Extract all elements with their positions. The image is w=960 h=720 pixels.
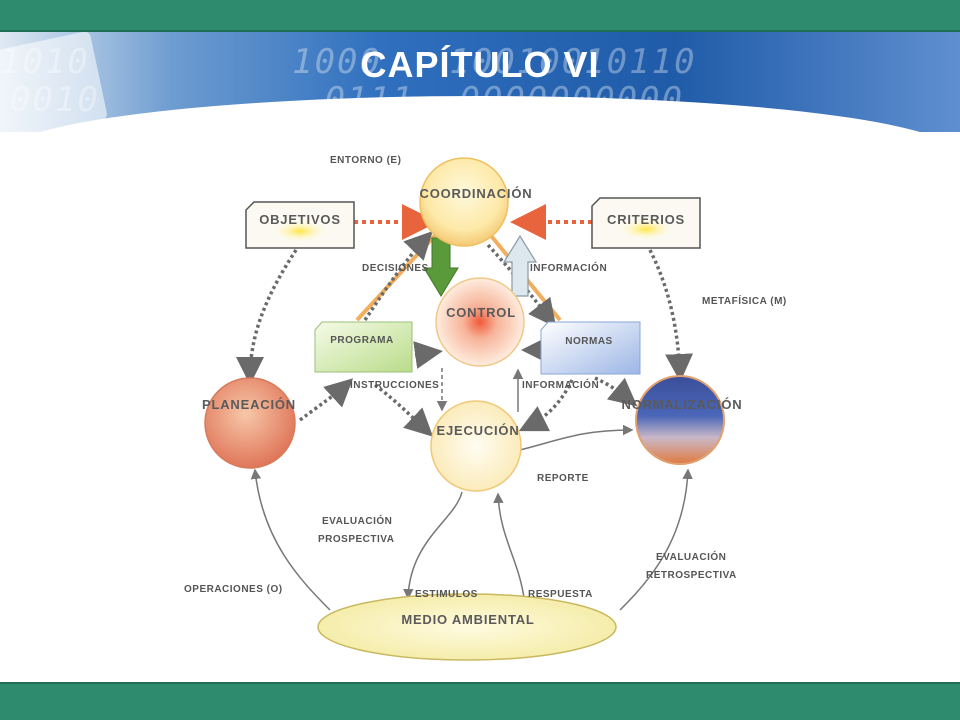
objetivos-label: OBJETIVOS [259,212,341,227]
ejecucion-node [430,400,522,492]
control-node [435,277,525,367]
entorno-label: ENTORNO (E) [330,155,401,166]
arrow-coordinacion-normas [486,243,557,328]
coordinacion-label: COORDINACIÓN [420,186,533,201]
arrow-programa-control [413,341,443,369]
arrow-evaluacion-retrospectiva [619,468,693,611]
informacion-arrow [502,234,538,297]
planeacion-node [204,377,296,469]
arrow-evaluacion-prospectiva [250,468,331,611]
planeacion-label: PLANEACIÓN [202,397,296,412]
arrow-normas-ejecucion [518,379,574,432]
reporte-label: REPORTE [537,473,589,484]
orange-link-programa-coordinacion [355,228,442,322]
programa-label: PROGRAMA [330,335,393,346]
coordinacion-node [419,157,509,247]
arrow-respuesta [493,492,526,606]
normas-label: NORMAS [565,336,612,347]
instrucciones-label: INSTRUCCIONES [350,380,439,391]
arrow-programa-ejecucion [373,383,434,437]
estimulos-label: ESTIMULOS [415,589,478,600]
criterios-highlight [616,216,676,240]
normalizacion-node [635,375,725,465]
normalizacion-label: NORMALIZACIÓN [622,397,743,412]
evaluacion-prospectiva-label-1: EVALUACIÓN [322,514,392,527]
evaluacion-prospectiva-label-2: PROSPECTIVA [318,534,394,545]
banner-binary-decoration: 1010 1000 10010010110 [0,42,697,82]
medio-ambiental-node [317,593,617,661]
respuesta-label: RESPUESTA [528,589,593,600]
decisiones-label: DECISIONES [362,263,429,274]
programa-box [314,321,413,373]
criterios-label: CRITERIOS [607,212,685,227]
footer-bar [0,682,960,720]
arrow-objetivos-planeacion [236,249,298,385]
metafisica-label: METAFÍSICA (M) [702,294,787,307]
operaciones-label: OPERACIONES (O) [184,584,283,595]
normas-box [540,321,641,375]
arrow-reporte [519,424,634,451]
medio-ambiental-label: MEDIO AMBIENTAL [401,612,534,627]
objetivos-highlight [270,218,330,242]
informacion-top-label: INFORMACIÓN [530,261,607,274]
evaluacion-retrospectiva-label-2: RETROSPECTIVA [646,570,737,581]
informacion-mid-label: INFORMACIÓN [522,378,599,391]
page-title: CAPÍTULO VI [360,44,600,85]
arrow-criterios-normalizacion [648,249,694,382]
control-label: CONTROL [446,305,516,320]
arrow-estimulos [403,491,463,600]
arrow-planeacion-programa [298,378,354,422]
ejecucion-label: EJECUCIÓN [436,423,519,438]
evaluacion-retrospectiva-label-1: EVALUACIÓN [656,550,726,563]
header-bar [0,0,960,32]
